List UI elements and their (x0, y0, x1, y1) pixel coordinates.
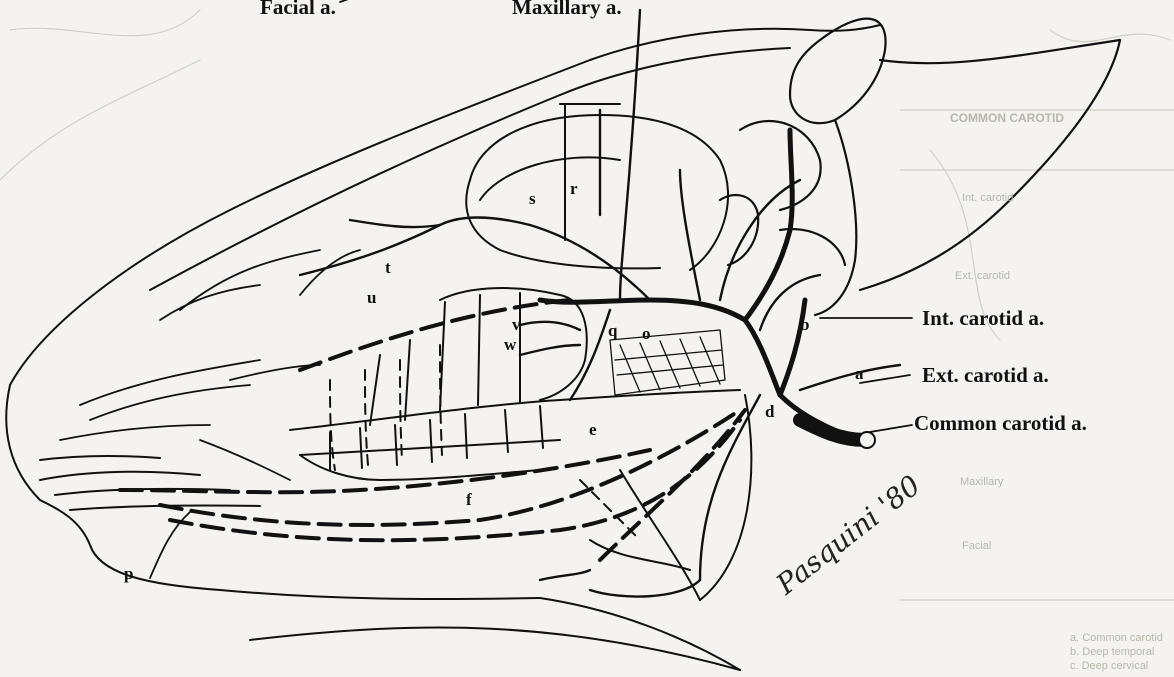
label-r: r (570, 180, 578, 197)
label-d: d (765, 403, 774, 420)
ghost-footer-2: b. Deep temporal (1070, 646, 1154, 659)
ghost-item-3: Maxillary (960, 476, 1003, 489)
label-external-carotid: Ext. carotid a. (922, 365, 1049, 386)
label-s: s (529, 190, 536, 207)
label-maxillary-artery: Maxillary a. (512, 0, 622, 18)
bleed-through-layer (0, 10, 1174, 600)
label-common-carotid: Common carotid a. (914, 413, 1087, 434)
hatched-region (610, 330, 725, 395)
ghost-item-2: Ext. carotid (955, 270, 1010, 283)
label-e: e (589, 421, 597, 438)
ghost-footer-3: c. Deep cervical (1070, 660, 1148, 673)
label-b: b (800, 316, 809, 333)
artery-main (540, 130, 860, 440)
label-u: u (367, 289, 376, 306)
ear-region (720, 19, 1120, 315)
ghost-heading: COMMON CAROTID (950, 112, 1064, 126)
label-q: q (608, 322, 617, 339)
artery-fine (60, 250, 360, 480)
label-a: a (855, 365, 864, 382)
label-p: p (124, 565, 133, 582)
label-w: w (504, 336, 516, 353)
label-o: o (642, 325, 651, 342)
common-carotid-end (859, 432, 875, 448)
label-v: v (512, 316, 521, 333)
label-facial-artery: Facial a. (260, 0, 336, 18)
ghost-footer-1: a. Common carotid (1070, 632, 1163, 645)
mandible (590, 395, 751, 600)
ghost-item-4: Facial (962, 540, 991, 553)
label-t: t (385, 259, 391, 276)
ghost-item-1: Int. carotid (962, 192, 1013, 205)
label-f: f (466, 491, 472, 508)
common-carotid-stub (800, 420, 865, 440)
label-internal-carotid: Int. carotid a. (922, 308, 1044, 329)
